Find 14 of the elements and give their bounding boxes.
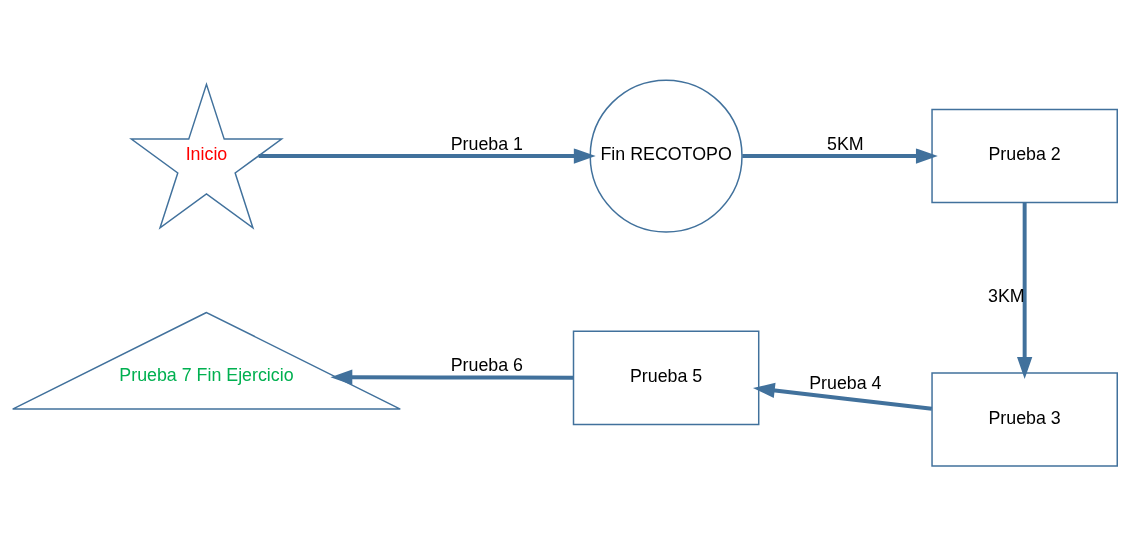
edge-label: 5KM — [827, 134, 864, 155]
arrow — [752, 382, 933, 411]
arrow — [330, 369, 574, 385]
node-box: Prueba 3 — [931, 372, 1118, 467]
edge-label: Prueba 4 — [809, 373, 882, 394]
node-circle: Fin RECOTOPO — [589, 79, 743, 233]
arrow — [1017, 202, 1033, 379]
edge-label: Prueba 6 — [450, 355, 523, 376]
arrow — [258, 148, 596, 164]
edge-label: Prueba 1 — [450, 134, 523, 155]
node-box: Prueba 2 — [931, 108, 1118, 204]
edge-label: 3KM — [988, 285, 1025, 306]
arrow — [742, 148, 938, 164]
node-box: Prueba 5 — [572, 330, 760, 426]
